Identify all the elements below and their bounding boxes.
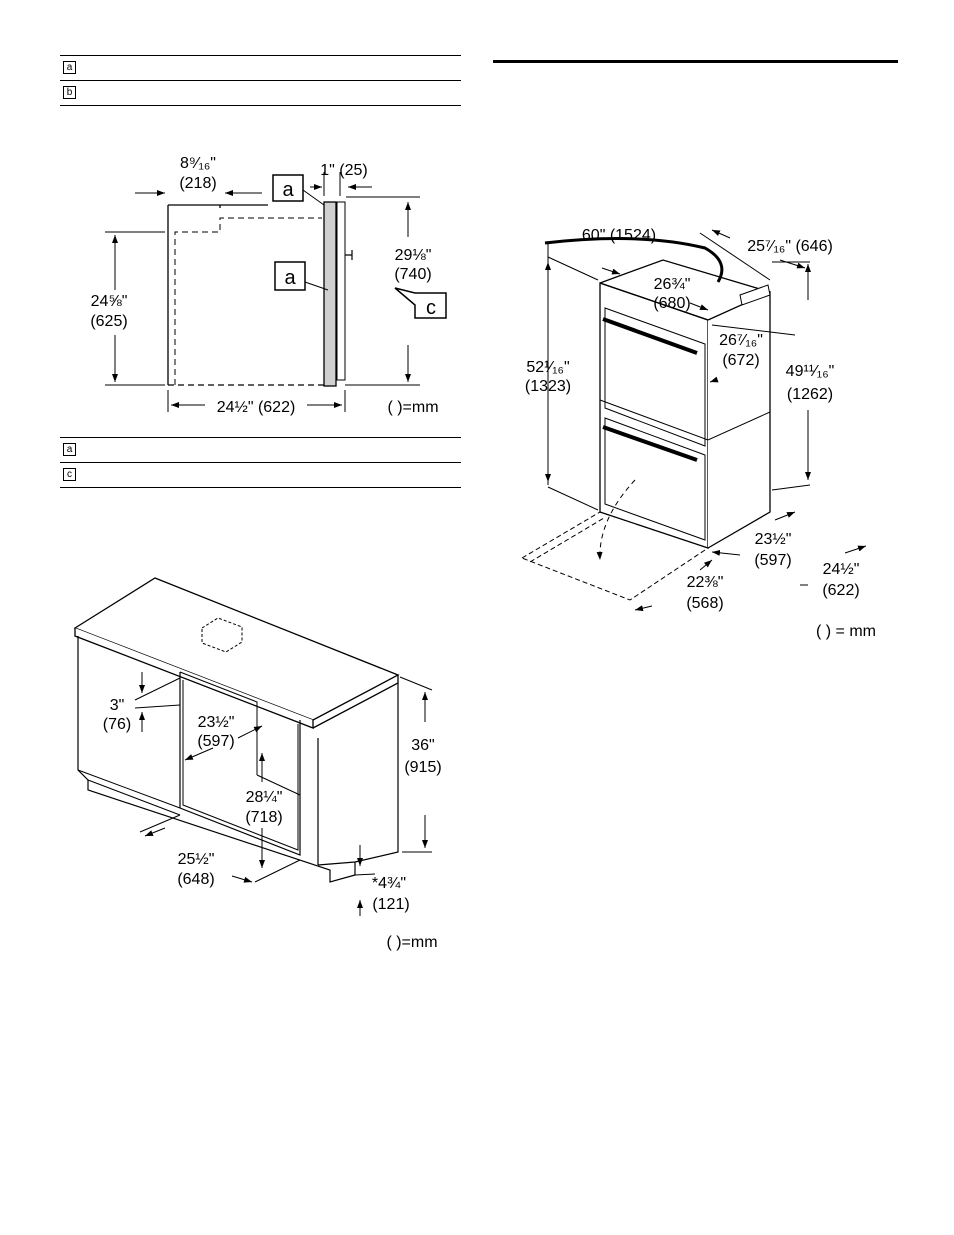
legend-row: a	[60, 55, 461, 81]
dim-label: 26¾"	[654, 276, 691, 293]
unit-note: ( ) = mm	[816, 623, 876, 640]
dim-label: (622)	[822, 582, 859, 599]
legend-table-top: a b	[60, 55, 461, 106]
legend-table-middle: a c	[60, 437, 461, 488]
dim-label: 23½"	[198, 714, 235, 731]
dim-label: (1323)	[525, 378, 571, 395]
dim-label: 22⅜"	[687, 574, 724, 591]
callout-c-box	[394, 287, 447, 319]
oven-isometric-diagram: 60" (1524) 25⁷⁄₁₆" (646) 26¾" (680) 26⁷⁄…	[520, 227, 876, 640]
dim-label: 23½"	[755, 531, 792, 548]
dim-label: (597)	[754, 552, 791, 569]
dim-label: (121)	[372, 896, 409, 913]
dim-label: 8⁹⁄₁₆"	[180, 155, 216, 172]
dim-label: (740)	[394, 266, 431, 283]
dim-label: (568)	[686, 595, 723, 612]
dim-label: 25½"	[178, 851, 215, 868]
cabinet-cutout-diagram: 3" (76) 23½" (597) 28¼" (718) 36" (915) …	[73, 577, 442, 951]
dim-label: 29⅛"	[395, 247, 432, 264]
dim-label: 36"	[411, 737, 434, 754]
dim-label: 25⁷⁄₁₆" (646)	[747, 238, 833, 255]
unit-note: ( )=mm	[386, 934, 437, 951]
dim-label: (76)	[103, 716, 131, 733]
callout-c-label: c	[426, 297, 436, 319]
callout-a-label: a	[284, 267, 296, 289]
dim-label: (672)	[722, 352, 759, 369]
legend-row: b	[60, 81, 461, 106]
dim-label: 24⅝"	[91, 293, 128, 310]
dim-label: 28¼"	[246, 789, 283, 806]
dim-label: (625)	[90, 313, 127, 330]
dim-label: 1" (25)	[320, 162, 367, 179]
dim-label: (218)	[179, 175, 216, 192]
dim-label: 49¹¹⁄₁₆"	[786, 363, 835, 380]
dim-label: (915)	[404, 759, 441, 776]
callout-a-box	[272, 174, 304, 202]
legend-row: a	[60, 437, 461, 463]
legend-key: b	[63, 86, 76, 99]
legend-key: a	[63, 61, 76, 74]
section-divider	[493, 60, 898, 63]
legend-key: a	[63, 443, 76, 456]
dim-label: (718)	[245, 809, 282, 826]
dim-label: 24½"	[823, 561, 860, 578]
side-section-diagram: a a c 8⁹⁄₁₆" (218) 1" (25) 29⅛" (740) 24…	[90, 155, 447, 416]
dim-label: 52¹⁄₁₆"	[526, 359, 569, 376]
dim-label: (680)	[653, 295, 690, 312]
legend-row: c	[60, 463, 461, 488]
callout-a-label: a	[282, 179, 294, 201]
dim-label: (648)	[177, 871, 214, 888]
callout-a-box	[274, 261, 306, 291]
dim-label: 3"	[110, 697, 125, 714]
dim-label: (597)	[197, 733, 234, 750]
dim-label: 24½" (622)	[217, 399, 296, 416]
dim-label: (1262)	[787, 386, 833, 403]
legend-key: c	[63, 468, 76, 481]
dim-label: *4¾"	[372, 875, 406, 892]
unit-note: ( )=mm	[387, 399, 438, 416]
dim-label: 60" (1524)	[582, 227, 656, 244]
dim-label: 26⁷⁄₁₆"	[719, 332, 763, 349]
